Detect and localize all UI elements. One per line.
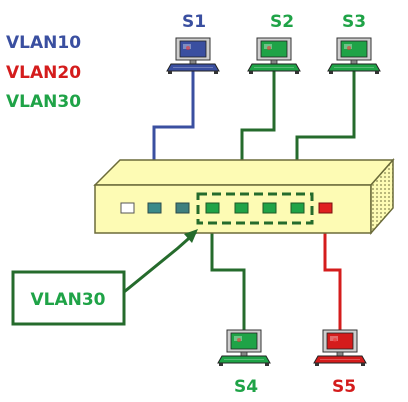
legend-vlan20: VLAN20 <box>6 63 81 83</box>
vlan30-port-group <box>196 192 314 225</box>
station-label-s3: S3 <box>342 12 366 32</box>
computer-icon-s3 <box>327 37 381 75</box>
legend-vlan10: VLAN10 <box>6 33 81 53</box>
port-4-vlan30 <box>205 202 220 214</box>
legend-vlan30: VLAN30 <box>6 92 81 112</box>
station-label-s2: S2 <box>270 12 294 32</box>
computer-icon-s2 <box>247 37 301 75</box>
port-3 <box>175 202 190 214</box>
port-5-vlan30 <box>234 202 249 214</box>
computer-icon-s5 <box>313 329 367 367</box>
computer-icon-s1 <box>166 37 220 75</box>
station-label-s4: S4 <box>234 377 258 397</box>
station-label-s1: S1 <box>182 12 206 32</box>
computer-icon-s4 <box>217 329 271 367</box>
callout-arrowhead <box>184 229 198 243</box>
cable-s4 <box>210 210 246 330</box>
port-6-vlan30 <box>262 202 277 214</box>
vlan30-callout-label: VLAN30 <box>30 290 105 310</box>
port-2-vlan10 <box>147 202 162 214</box>
callout-arrow <box>123 230 197 294</box>
vlan30-callout-box <box>11 270 126 326</box>
port-7-vlan30 <box>290 202 305 214</box>
cable-s5 <box>323 210 342 330</box>
port-1 <box>120 202 135 214</box>
station-label-s5: S5 <box>332 377 356 397</box>
port-8-vlan20 <box>318 202 333 214</box>
